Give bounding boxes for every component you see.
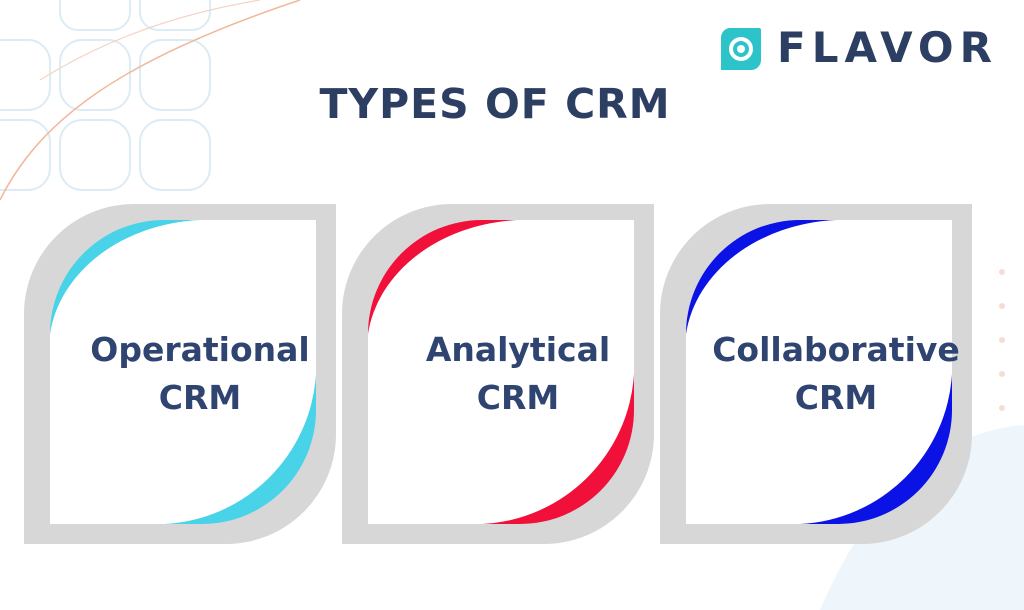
flavor-logo-icon	[720, 28, 761, 70]
brand-name: FLAVOR	[777, 23, 998, 72]
card-analytical-crm: Analytical CRM	[342, 204, 654, 544]
card-shape	[24, 204, 336, 544]
card-label: Analytical CRM	[425, 330, 611, 417]
card-label: Operational CRM	[90, 330, 310, 417]
card-shape	[660, 204, 972, 544]
card-collaborative-crm: Collaborative CRM	[660, 204, 972, 544]
page-title: TYPES OF CRM	[319, 80, 671, 128]
card-operational-crm: Operational CRM	[24, 204, 336, 544]
card-shape	[342, 204, 654, 544]
card-label: Collaborative CRM	[712, 330, 960, 417]
brand-logo: FLAVOR	[719, 26, 998, 70]
